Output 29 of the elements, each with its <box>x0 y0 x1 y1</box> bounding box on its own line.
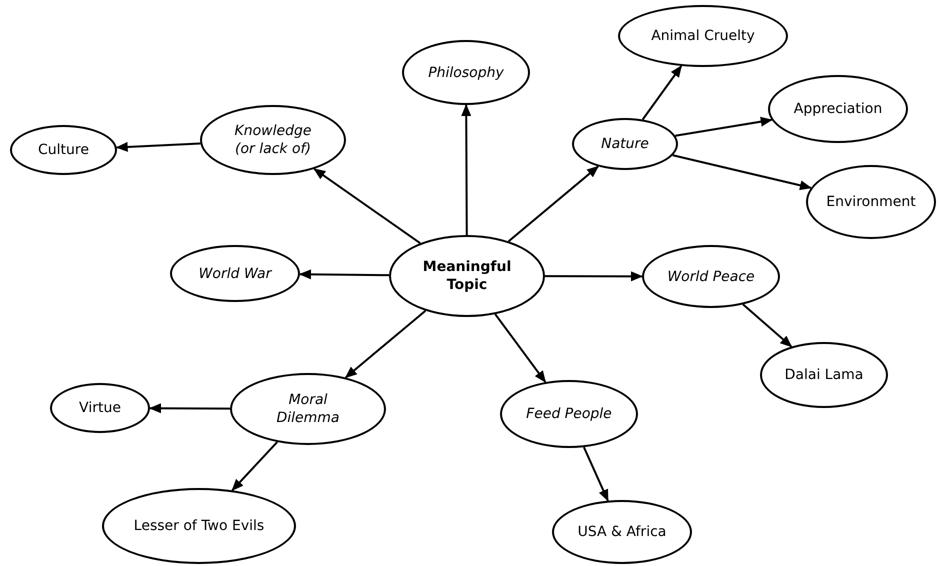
node-label: USA & Africa <box>578 523 666 541</box>
node-label: Nature <box>601 135 649 153</box>
arrow <box>742 304 792 348</box>
node-label: Dalai Lama <box>784 366 864 384</box>
node-label: Appreciation <box>794 100 882 118</box>
arrow <box>298 269 390 280</box>
arrow <box>545 271 643 282</box>
arrow <box>675 116 773 137</box>
arrow <box>116 142 200 152</box>
node-label: Knowledge (or lack of) <box>234 122 312 158</box>
node-label: Meaningful Topic <box>422 258 512 294</box>
node-label: Lesser of Two Evils <box>134 517 264 535</box>
arrow <box>344 310 426 378</box>
node-label: World War <box>198 264 272 282</box>
node-label: World Peace <box>667 268 755 286</box>
arrow <box>149 403 230 414</box>
arrow <box>672 154 812 190</box>
arrow <box>583 446 609 502</box>
node-label: Virtue <box>79 399 121 417</box>
arrow <box>642 65 682 120</box>
node-label: Animal Cruelty <box>651 27 755 45</box>
arrow <box>508 166 599 242</box>
node-label: Environment <box>826 193 916 211</box>
node-label: Philosophy <box>428 64 504 82</box>
arrow <box>313 168 421 244</box>
node-label: Culture <box>38 141 89 159</box>
node-label: Feed People <box>526 405 612 423</box>
arrow <box>461 104 472 235</box>
node-label: Moral Dilemma <box>275 391 341 427</box>
